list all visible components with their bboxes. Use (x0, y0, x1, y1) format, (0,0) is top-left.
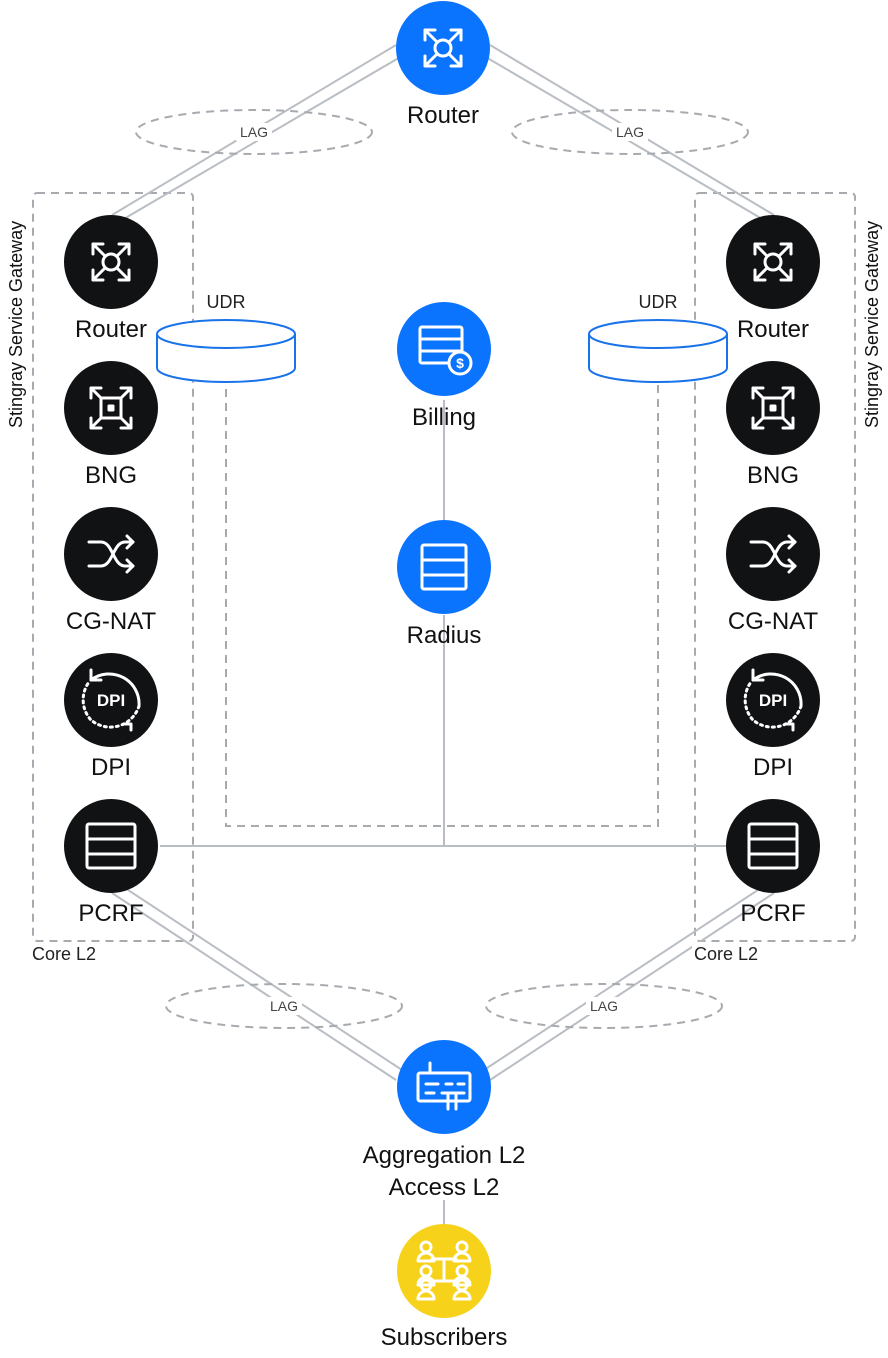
right-cgnat-node: CG-NAT (726, 507, 820, 635)
svg-text:Router: Router (75, 316, 147, 343)
svg-text:CG-NAT: CG-NAT (66, 608, 157, 635)
lag-bottom-right: LAG (485, 983, 723, 1029)
billing-label: Billing (412, 404, 476, 431)
right-udr: UDR (588, 292, 728, 383)
svg-text:Aggregation L2: Aggregation L2 (363, 1142, 526, 1169)
database-icon (420, 543, 468, 591)
svg-text:Subscribers: Subscribers (381, 1324, 508, 1351)
left-gateway-label: Stingray Service Gateway (6, 221, 26, 428)
svg-text:DPI: DPI (91, 754, 131, 781)
left-dpi-node: DPI DPI (64, 653, 158, 781)
bng-icon (751, 386, 795, 430)
left-gateway-box (32, 192, 194, 942)
svg-text:BNG: BNG (747, 462, 799, 489)
left-core-label: Core L2 (32, 944, 96, 964)
right-pcrf-node: PCRF (726, 799, 820, 927)
database-icon (85, 822, 137, 870)
shuffle-icon (749, 534, 797, 574)
left-bng-node: BNG (64, 361, 158, 489)
udr-dashed-link (225, 375, 659, 827)
switch-icon (416, 1061, 472, 1111)
lag-bottom-left: LAG (165, 983, 403, 1029)
left-cgnat-node: CG-NAT (64, 507, 158, 635)
svg-text:PCRF: PCRF (740, 900, 805, 927)
dpi-icon: DPI (81, 668, 141, 732)
top-router-node: Router (396, 1, 490, 129)
right-bng-node: BNG (726, 361, 820, 489)
radius-node: Radius (397, 520, 491, 649)
left-udr: UDR (156, 292, 296, 383)
svg-text:BNG: BNG (85, 462, 137, 489)
svg-text:CG-NAT: CG-NAT (728, 608, 819, 635)
shuffle-icon (87, 534, 135, 574)
radius-label: Radius (407, 622, 482, 649)
svg-text:LAG: LAG (270, 998, 298, 1014)
svg-text:$: $ (456, 355, 464, 371)
router-icon (91, 242, 131, 282)
right-gateway-box (694, 192, 856, 942)
svg-text:DPI: DPI (97, 691, 125, 710)
database-icon (747, 822, 799, 870)
right-router-node: Router (726, 215, 820, 343)
svg-text:DPI: DPI (753, 754, 793, 781)
svg-text:Router: Router (737, 316, 809, 343)
svg-text:PCRF: PCRF (78, 900, 143, 927)
svg-text:UDR: UDR (639, 292, 678, 312)
svg-text:LAG: LAG (240, 124, 268, 140)
right-core-label: Core L2 (694, 944, 758, 964)
right-dpi-node: DPI DPI (726, 653, 820, 781)
billing-node: $ Billing (397, 302, 491, 431)
top-router-label: Router (407, 102, 479, 129)
router-icon (423, 28, 463, 68)
bng-icon (89, 386, 133, 430)
svg-text:DPI: DPI (759, 691, 787, 710)
svg-text:UDR: UDR (207, 292, 246, 312)
router-icon (753, 242, 793, 282)
svg-text:LAG: LAG (590, 998, 618, 1014)
right-gateway-label: Stingray Service Gateway (862, 221, 882, 428)
subscribers-node: Subscribers (381, 1224, 508, 1351)
svg-text:Access L2: Access L2 (389, 1174, 500, 1201)
aggregation-node: Aggregation L2 Access L2 (363, 1040, 526, 1201)
lag-top-right: LAG (511, 109, 749, 155)
left-pcrf-node: PCRF (64, 799, 158, 927)
lag-top-left: LAG (135, 109, 373, 155)
svg-text:LAG: LAG (616, 124, 644, 140)
dpi-icon: DPI (743, 668, 803, 732)
billing-icon: $ (418, 325, 473, 376)
subscribers-icon (416, 1240, 472, 1301)
left-router-node: Router (64, 215, 158, 343)
